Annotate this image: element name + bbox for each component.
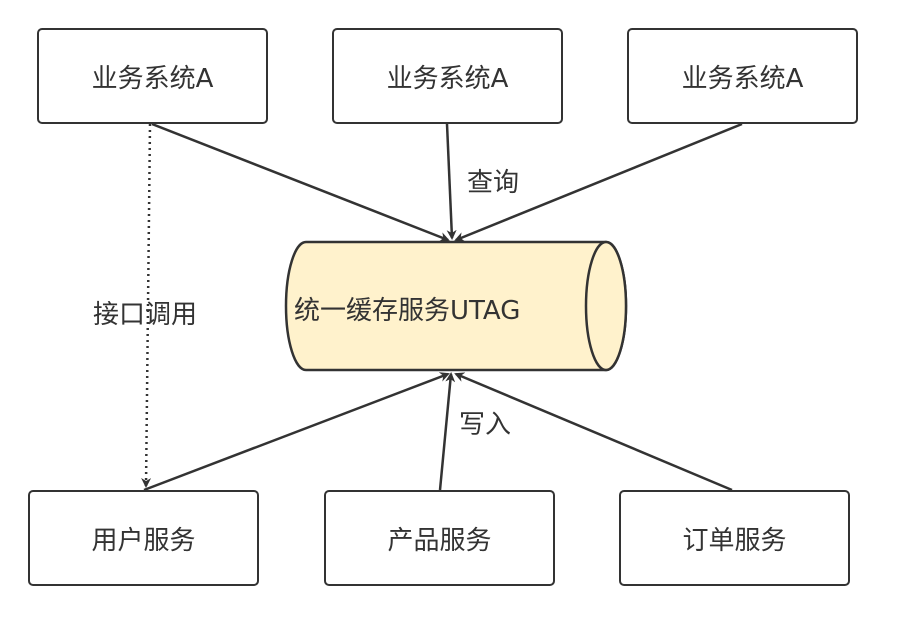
node-order-service-label: 订单服务 <box>682 525 787 556</box>
node-order-service[interactable]: 订单服务 <box>619 490 850 586</box>
edge-label-write: 写入 <box>459 410 512 440</box>
node-biz-system-3-label: 业务系统A <box>681 63 804 94</box>
edge-product-to-cache <box>438 372 456 491</box>
cylinder-end-cap <box>584 240 628 372</box>
edge-order-to-cache <box>454 372 733 492</box>
node-product-service[interactable]: 产品服务 <box>324 490 555 586</box>
edge-label-api-call: 接口调用 <box>93 300 198 330</box>
edge-label-query: 查询 <box>467 168 520 198</box>
edge-biz2-to-cache <box>445 123 457 240</box>
edge-biz3-to-cache <box>454 122 743 242</box>
node-user-service[interactable]: 用户服务 <box>28 490 259 586</box>
cache-cylinder <box>284 240 628 372</box>
node-product-service-label: 产品服务 <box>387 525 492 556</box>
node-biz-system-1-label: 业务系统A <box>91 63 214 94</box>
node-biz-system-2[interactable]: 业务系统A <box>332 28 563 124</box>
edge-biz1-to-user-dotted <box>141 123 152 488</box>
edge-biz1-to-cache <box>151 122 450 242</box>
node-biz-system-1[interactable]: 业务系统A <box>37 28 268 124</box>
node-biz-system-2-label: 业务系统A <box>386 63 509 94</box>
edge-user-to-cache <box>143 372 450 492</box>
cache-service-label[interactable]: 统一缓存服务UTAG <box>294 296 521 326</box>
node-user-service-label: 用户服务 <box>91 525 196 556</box>
node-biz-system-3[interactable]: 业务系统A <box>627 28 858 124</box>
